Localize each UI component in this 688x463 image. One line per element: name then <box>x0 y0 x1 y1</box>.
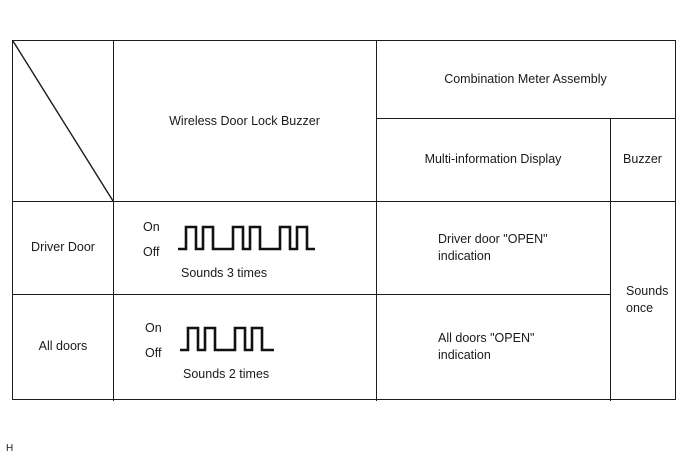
waveform-off-label: Off <box>143 245 160 259</box>
header-split-rule <box>376 118 675 119</box>
buzzer-sounds-once-cell: Sounds once <box>610 201 675 399</box>
column-rule-2 <box>376 41 377 401</box>
waveform-off-label: Off <box>145 346 162 360</box>
waveform-caption-driver-door: Sounds 3 times <box>181 266 268 280</box>
header-buzzer: Buzzer <box>623 152 662 167</box>
header-wireless-door-lock-buzzer: Wireless Door Lock Buzzer <box>169 113 320 128</box>
waveform-pulse-icon-driver <box>178 225 315 251</box>
header-combination-meter-assembly: Combination Meter Assembly <box>444 72 607 87</box>
corner-diagonal-cell <box>13 41 113 201</box>
indication-driver-door-text: Driver door "OPEN" indication <box>438 231 548 263</box>
diagonal-line-icon <box>13 41 113 201</box>
waveform-on-label: On <box>145 321 162 335</box>
waveform-caption-all-doors: Sounds 2 times <box>183 367 270 381</box>
indication-all-doors: All doors "OPEN" indication <box>376 294 610 399</box>
waveform-on-label: On <box>143 220 160 234</box>
header-multi-information-display: Multi-information Display <box>424 152 562 167</box>
waveform-pulse-icon-all <box>180 326 274 352</box>
column-rule-1 <box>113 41 114 401</box>
row-label-all-doors: All doors <box>38 339 88 354</box>
indication-driver-door: Driver door "OPEN" indication <box>376 201 610 294</box>
column-rule-3 <box>610 118 611 401</box>
waveform-cell-driver-door: On Off Sounds 3 times <box>113 201 376 294</box>
header-bottom-rule <box>13 201 675 202</box>
waveform-cell-all-doors: On Off Sounds 2 times <box>113 294 376 399</box>
footer-mark: H <box>6 443 14 454</box>
row-label-driver-door: Driver Door <box>31 240 95 255</box>
row-split-rule <box>13 294 610 295</box>
indication-all-doors-text: All doors "OPEN" indication <box>438 330 535 362</box>
buzzer-indication-table: Wireless Door Lock Buzzer Combination Me… <box>12 40 676 401</box>
buzzer-sounds-once-text: Sounds once <box>626 284 669 315</box>
